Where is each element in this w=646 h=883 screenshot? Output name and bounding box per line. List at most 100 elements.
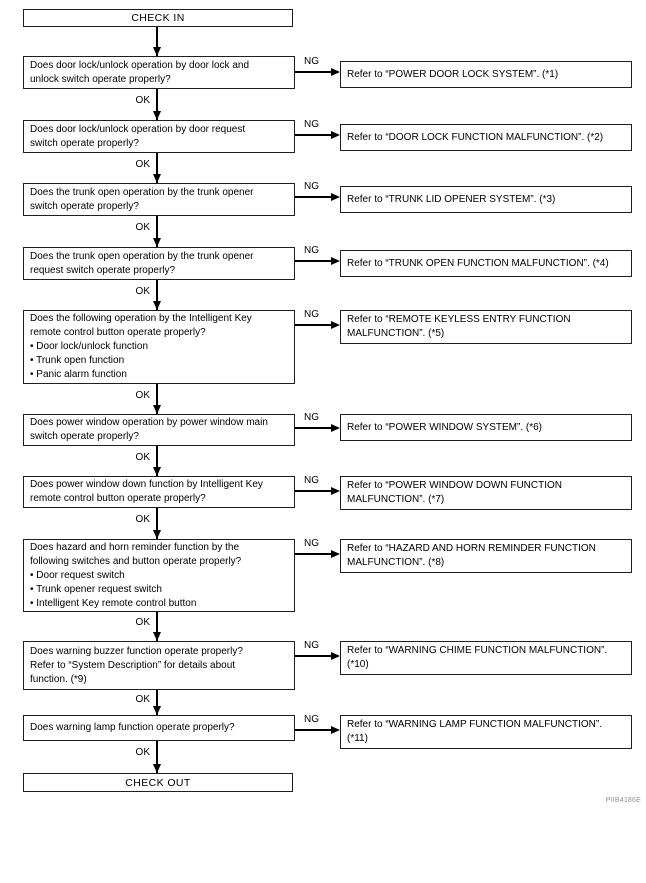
decision-bullet-item: Trunk open function [30, 354, 292, 368]
start-node: CHECK IN [23, 9, 293, 27]
decision-text-line: Does the following operation by the Inte… [30, 313, 252, 324]
ok-label: OK [135, 747, 150, 758]
decision-text-line: Refer to “System Description” for detail… [30, 659, 236, 671]
ok-label: OK [135, 95, 150, 106]
figure-code: PIIB4186E [605, 797, 641, 804]
decision-text-line: Does power window operation by power win… [30, 417, 268, 428]
flow-arrow [152, 27, 161, 56]
decision-box: Does power window down function by Intel… [23, 476, 295, 508]
ok-arrow [152, 384, 161, 414]
decision-box: Does power window operation by power win… [23, 414, 295, 446]
ng-label: NG [304, 538, 319, 549]
ng-label: NG [304, 119, 319, 130]
ng-label: NG [304, 56, 319, 67]
decision-box: Does door lock/unlock operation by door … [23, 56, 295, 89]
ok-arrow [152, 690, 161, 715]
referral-box: Refer to “WARNING LAMP FUNCTION MALFUNCT… [340, 715, 632, 749]
decision-box: Does the following operation by the Inte… [23, 310, 295, 384]
ng-arrow [295, 423, 340, 432]
decision-text-line: remote control button operate properly? [30, 493, 206, 504]
referral-box: Refer to “POWER WINDOW SYSTEM”. (*6) [340, 414, 632, 441]
referral-text-line: Refer to “POWER DOOR LOCK SYSTEM”. (*1) [347, 68, 559, 80]
decision-text-line: Does door lock/unlock operation by door … [30, 123, 246, 135]
ng-label: NG [304, 181, 319, 192]
referral-text-line: Refer to “HAZARD AND HORN REMINDER FUNCT… [347, 543, 596, 554]
decision-text-line: request switch operate properly? [30, 264, 176, 276]
referral-text-line: (*10) [347, 659, 369, 670]
referral-text-line: Refer to “WARNING CHIME FUNCTION MALFUNC… [347, 645, 608, 656]
ok-label: OK [135, 159, 150, 170]
decision-box: Does the trunk open operation by the tru… [23, 183, 295, 216]
decision-text-line: switch operate properly? [30, 431, 139, 442]
ok-label: OK [135, 222, 150, 233]
decision-text-line: Does power window down function by Intel… [30, 479, 263, 490]
decision-bullet-item: Trunk opener request switch [30, 583, 292, 597]
ng-arrow [295, 549, 340, 558]
referral-text-line: (*11) [347, 733, 368, 744]
ng-label: NG [304, 714, 319, 725]
ng-arrow [295, 130, 340, 139]
decision-text-line: function. (*9) [30, 673, 87, 685]
referral-text-line: Refer to “POWER WINDOW SYSTEM”. (*6) [347, 421, 543, 433]
referral-text-line: Refer to “WARNING LAMP FUNCTION MALFUNCT… [347, 719, 603, 730]
referral-box: Refer to “POWER WINDOW DOWN FUNCTION MAL… [340, 476, 632, 510]
decision-bullet-item: Panic alarm function [30, 368, 292, 382]
decision-text-line: Does the trunk open operation by the tru… [30, 250, 254, 262]
ng-label: NG [304, 475, 319, 486]
decision-text-line: Does warning buzzer function operate pro… [30, 645, 243, 657]
ok-arrow [152, 216, 161, 247]
ok-arrow [152, 741, 161, 773]
referral-text-line: Refer to “DOOR LOCK FUNCTION MALFUNCTION… [347, 131, 604, 143]
referral-box: Refer to “POWER DOOR LOCK SYSTEM”. (*1) [340, 61, 632, 88]
ok-arrow [152, 153, 161, 183]
referral-text-line: Refer to “REMOTE KEYLESS ENTRY FUNCTION [347, 314, 571, 325]
ok-arrow [152, 612, 161, 641]
ok-arrow [152, 280, 161, 310]
decision-text-line: Does door lock/unlock operation by door … [30, 59, 250, 71]
referral-text-line: Refer to “TRUNK OPEN FUNCTION MALFUNCTIO… [347, 257, 609, 269]
decision-text-line: Does warning lamp function operate prope… [30, 722, 235, 733]
decision-text-line: Does hazard and horn reminder function b… [30, 541, 240, 553]
decision-box: Does warning lamp function operate prope… [23, 715, 295, 741]
ng-arrow [295, 725, 340, 734]
decision-text-line: remote control button operate properly? [30, 327, 206, 338]
referral-box: Refer to “TRUNK LID OPENER SYSTEM”. (*3) [340, 186, 632, 213]
referral-text-line: MALFUNCTION”. (*8) [347, 557, 445, 568]
ok-arrow [152, 508, 161, 539]
referral-text-line: MALFUNCTION”. (*7) [347, 494, 445, 505]
ok-label: OK [135, 452, 150, 463]
decision-text-line: switch operate properly? [30, 200, 139, 212]
decision-box: Does the trunk open operation by the tru… [23, 247, 295, 280]
referral-box: Refer to “HAZARD AND HORN REMINDER FUNCT… [340, 539, 632, 573]
decision-box: Does hazard and horn reminder function b… [23, 539, 295, 612]
end-node: CHECK OUT [23, 773, 293, 792]
ok-label: OK [135, 390, 150, 401]
ng-arrow [295, 486, 340, 495]
ng-arrow [295, 67, 340, 76]
referral-text-line: Refer to “TRUNK LID OPENER SYSTEM”. (*3) [347, 193, 556, 205]
start-node-label: CHECK IN [131, 12, 185, 24]
decision-box: Does door lock/unlock operation by door … [23, 120, 295, 153]
decision-box: Does warning buzzer function operate pro… [23, 641, 295, 690]
decision-text-line: following switches and button operate pr… [30, 555, 242, 567]
ok-arrow [152, 446, 161, 476]
ok-label: OK [135, 617, 150, 628]
ok-label: OK [135, 514, 150, 525]
ng-arrow [295, 192, 340, 201]
ng-arrow [295, 256, 340, 265]
ng-label: NG [304, 309, 319, 320]
ok-label: OK [135, 694, 150, 705]
referral-text-line: Refer to “POWER WINDOW DOWN FUNCTION [347, 480, 562, 491]
referral-box: Refer to “WARNING CHIME FUNCTION MALFUNC… [340, 641, 632, 675]
decision-text-line: switch operate properly? [30, 137, 139, 149]
ng-label: NG [304, 245, 319, 256]
ng-arrow [295, 651, 340, 660]
decision-bullet-item: Door lock/unlock function [30, 340, 292, 354]
decision-bullet-item: Door request switch [30, 569, 292, 583]
ng-label: NG [304, 640, 319, 651]
referral-box: Refer to “DOOR LOCK FUNCTION MALFUNCTION… [340, 124, 632, 151]
referral-text-line: MALFUNCTION”. (*5) [347, 328, 445, 339]
decision-text-line: unlock switch operate properly? [30, 73, 171, 85]
decision-bullet-item: Intelligent Key remote control button [30, 597, 292, 611]
